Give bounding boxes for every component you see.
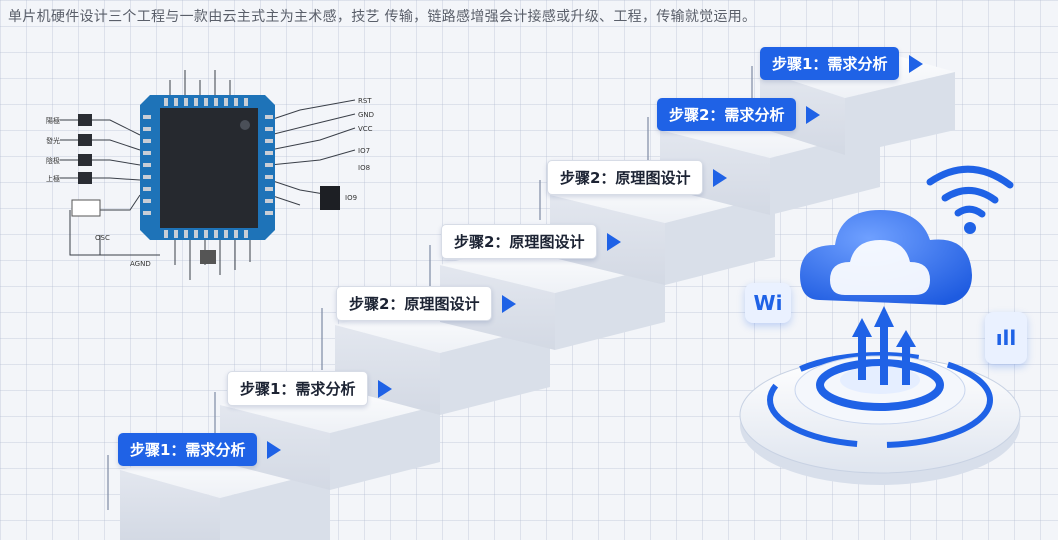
- chart-badge-icon: ıll: [985, 312, 1027, 364]
- step-label: 步骤2：原理图设计: [441, 224, 598, 259]
- component: [78, 134, 92, 146]
- headline-text: 单片机硬件设计三个工程与一款由云主式主为主术感，技艺 传输，链路感增强会计接感或…: [8, 9, 757, 25]
- pin-label: VCC: [358, 125, 373, 133]
- upload-arrows-icon: [852, 306, 916, 385]
- chip-board: [140, 95, 275, 240]
- step-6-requirements[interactable]: 步骤2：需求分析: [657, 98, 821, 131]
- arrow-right-icon: [267, 440, 282, 459]
- step-label: 步骤1：需求分析: [118, 433, 258, 466]
- cloud-pedestal: [739, 352, 1021, 485]
- step-label: 步骤2：原理图设计: [547, 160, 704, 195]
- pin-label: IO7: [358, 147, 370, 155]
- arrow-right-icon: [502, 294, 517, 313]
- component: [320, 186, 340, 210]
- step-5-schematic[interactable]: 步骤2：原理图设计: [547, 160, 728, 195]
- arrow-right-icon: [806, 105, 821, 124]
- wifi-dot: [964, 222, 976, 234]
- chip-circuit: 陽極 發光 陰极 上極 RST GND VCC IO7 IO8 IO9 OSC …: [46, 70, 374, 280]
- chip-pins: [143, 98, 273, 238]
- step-7-requirements[interactable]: 步骤1：需求分析: [760, 47, 924, 80]
- chip-pin1-dot: [240, 120, 250, 130]
- component: [71, 199, 101, 217]
- wifi-icon: [926, 165, 1014, 218]
- step-3-schematic[interactable]: 步骤2：原理图设计: [336, 286, 517, 321]
- pin-label: OSC: [95, 234, 110, 242]
- pin-label: 發光: [46, 136, 60, 145]
- pin-label: IO8: [358, 164, 370, 172]
- step-label: 步骤2：原理图设计: [336, 286, 493, 321]
- pin-label: IO9: [345, 194, 357, 202]
- wifi-badge-icon: Wi: [745, 283, 791, 323]
- pin-label: 陽極: [46, 116, 60, 125]
- pin-label: 陰极: [46, 156, 60, 165]
- arrow-right-icon: [378, 379, 393, 398]
- cloud-icon: [800, 210, 972, 305]
- chip-labels: 陽極 發光 陰极 上極 RST GND VCC IO7 IO8 IO9 OSC …: [46, 97, 374, 268]
- step-label: 步骤2：需求分析: [657, 98, 797, 131]
- step-2-requirements[interactable]: 步骤1：需求分析: [227, 371, 393, 406]
- component: [200, 250, 216, 264]
- chip-body: [160, 108, 258, 228]
- pin-label: RST: [358, 97, 372, 105]
- step-1-requirements[interactable]: 步骤1：需求分析: [118, 433, 282, 466]
- component: [78, 114, 92, 126]
- step-label: 步骤1：需求分析: [227, 371, 369, 406]
- step-4-schematic[interactable]: 步骤2：原理图设计: [441, 224, 622, 259]
- step-label: 步骤1：需求分析: [760, 47, 900, 80]
- component: [78, 172, 92, 184]
- arrow-right-icon: [607, 232, 622, 251]
- left-components: [78, 114, 92, 184]
- arrow-right-icon: [713, 168, 728, 187]
- pin-label: GND: [358, 111, 374, 119]
- arrow-right-icon: [909, 54, 924, 73]
- connector-lines: [107, 66, 753, 510]
- pin-label: AGND: [130, 260, 151, 268]
- component: [78, 154, 92, 166]
- pin-label: 上極: [46, 174, 60, 183]
